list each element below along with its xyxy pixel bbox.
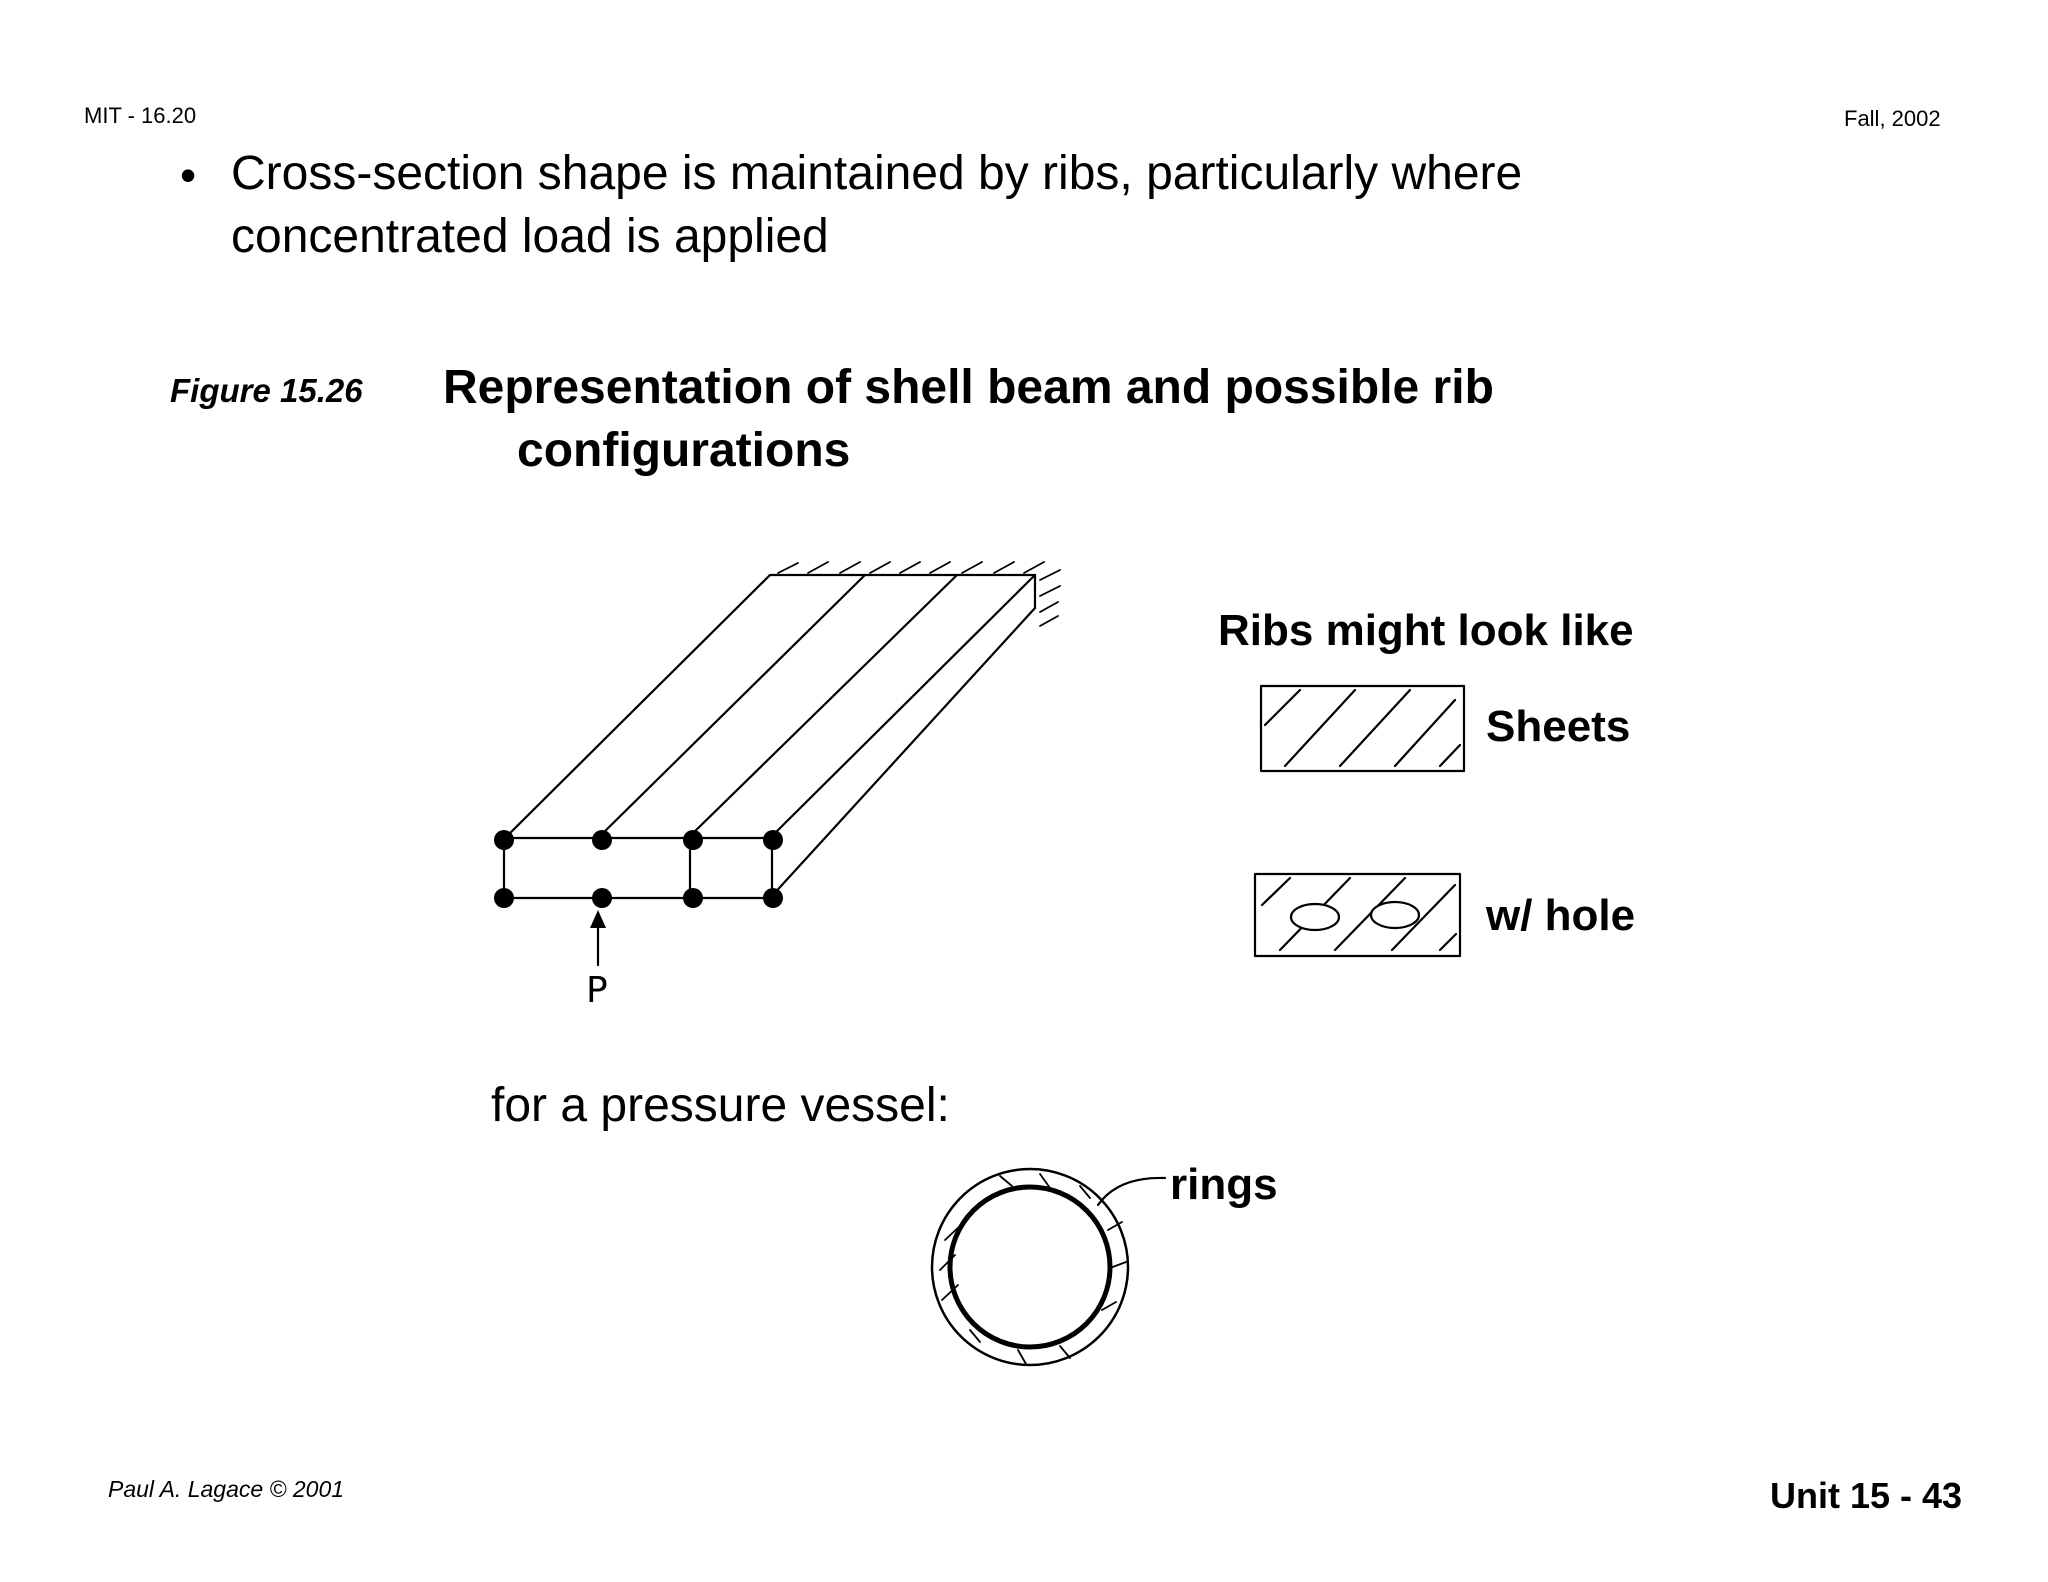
load-label: P	[586, 970, 608, 1011]
pressure-vessel-text: for a pressure vessel:	[491, 1079, 950, 1132]
ribs-sheets-label: Sheets	[1486, 702, 1631, 751]
course-label: MIT - 16.20	[84, 103, 197, 128]
rings-leader-line	[1096, 1176, 1167, 1207]
author-credit: Paul A. Lagace © 2001	[108, 1476, 345, 1502]
rib-with-hole-sketch	[1253, 872, 1462, 958]
page-number: Unit 15 - 43	[1770, 1475, 1963, 1516]
ribs-hole-label: w/ hole	[1486, 891, 1636, 940]
rings-label: rings	[1170, 1160, 1278, 1209]
figure-title-line-2: configurations	[517, 424, 851, 477]
load-arrow-icon	[590, 910, 606, 967]
figure-number: Figure 15.26	[170, 372, 363, 409]
bullet-text-line-1: Cross-section shape is maintained by rib…	[231, 147, 1523, 200]
fixed-support-hatch	[777, 561, 1061, 627]
ribs-heading: Ribs might look like	[1218, 606, 1634, 655]
rib-sheet-sketch	[1259, 684, 1466, 773]
term-label: Fall, 2002	[1844, 106, 1941, 131]
bullet-marker: •	[180, 149, 197, 201]
ring-sketch	[930, 1167, 1167, 1367]
shell-beam-sketch	[494, 561, 1061, 967]
stringer-dots	[494, 830, 783, 908]
figure-title-line-1: Representation of shell beam and possibl…	[443, 361, 1494, 414]
bullet-text-line-2: concentrated load is applied	[231, 210, 829, 263]
